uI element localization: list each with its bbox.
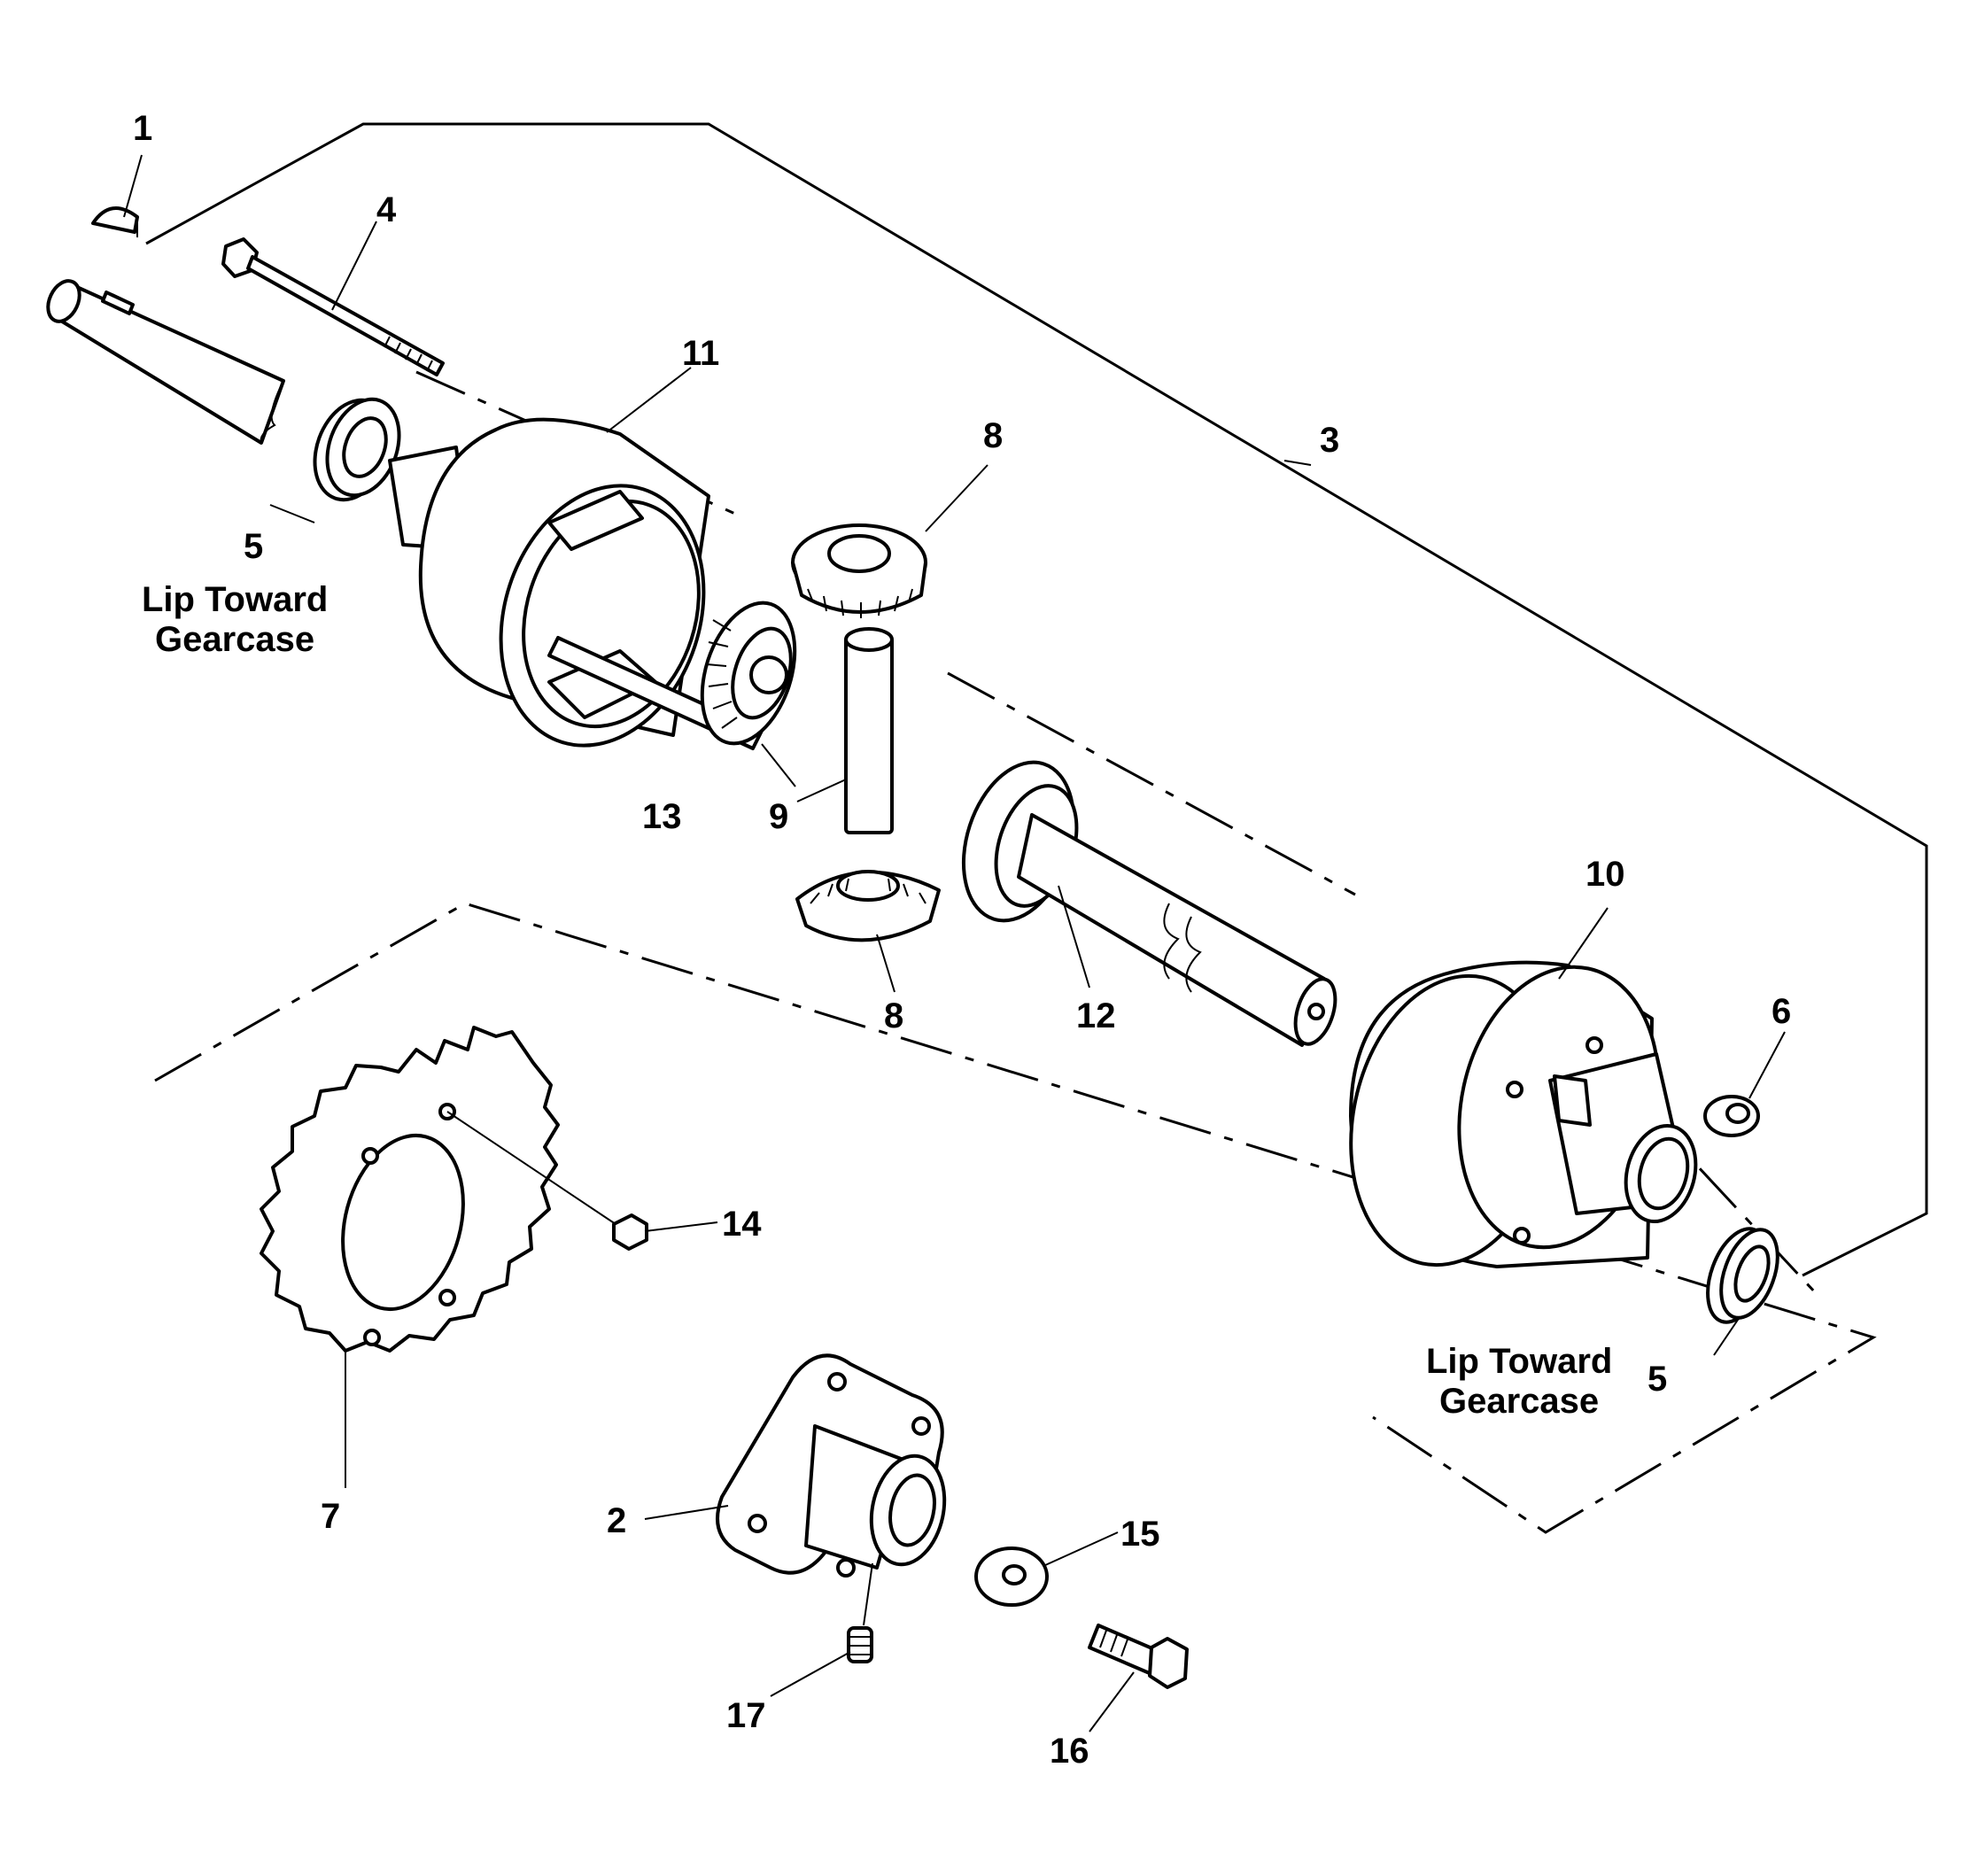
side-bevel-gear-part [700,601,797,746]
callout-2: 2 [607,1501,626,1540]
lip-note-left-line2: Gearcase [155,620,314,659]
cross-pin-part [844,627,894,834]
callout-11: 11 [682,334,719,373]
hub-flange-part [716,1353,947,1578]
hex-bolt-part [1088,1624,1189,1689]
right-seal-part [1706,1227,1779,1324]
callout-7: 7 [321,1497,340,1536]
washer-part [974,1547,1049,1607]
callout-4: 4 [376,190,397,229]
assembly-bracket-line [145,122,1928,1277]
callout-13: 13 [642,797,682,836]
lip-note-right-line1: Lip Toward [1426,1342,1612,1381]
callout-8-lower: 8 [884,996,903,1035]
callout-8-upper: 8 [983,416,1003,455]
lip-note-right-line2: Gearcase [1439,1382,1599,1421]
right-axle-with-gear-part [961,760,1337,1047]
woodruff-key-part [91,206,139,234]
set-screw-part [847,1626,873,1663]
callout-9: 9 [769,797,788,836]
callout-6: 6 [1772,992,1791,1031]
callout-3: 3 [1320,421,1339,460]
callout-14: 14 [722,1205,762,1244]
callout-17: 17 [726,1696,766,1735]
callout-10: 10 [1585,855,1625,894]
callout-1: 1 [133,109,152,148]
sprocket-part [260,1026,560,1353]
callout-15: 15 [1120,1515,1160,1554]
callout-16: 16 [1050,1732,1089,1771]
left-axle-shaft-part [46,279,285,445]
sprocket-group-frame [154,902,1877,1534]
differential-housing-left-part [388,417,764,750]
upper-pinion-gear-part [791,523,927,618]
left-seal-part [313,397,401,502]
callout-5-right: 5 [1648,1360,1667,1399]
long-bolt-part [221,237,445,376]
callout-5-left: 5 [244,527,263,566]
spacer-part [1703,1095,1760,1137]
differential-housing-right-part [1349,960,1698,1268]
lip-note-left-line1: Lip Toward [142,580,328,619]
nut-part [612,1213,648,1251]
leader-lines [123,154,1786,1733]
callout-12: 12 [1076,996,1116,1035]
lower-pinion-gear-part [795,870,941,942]
